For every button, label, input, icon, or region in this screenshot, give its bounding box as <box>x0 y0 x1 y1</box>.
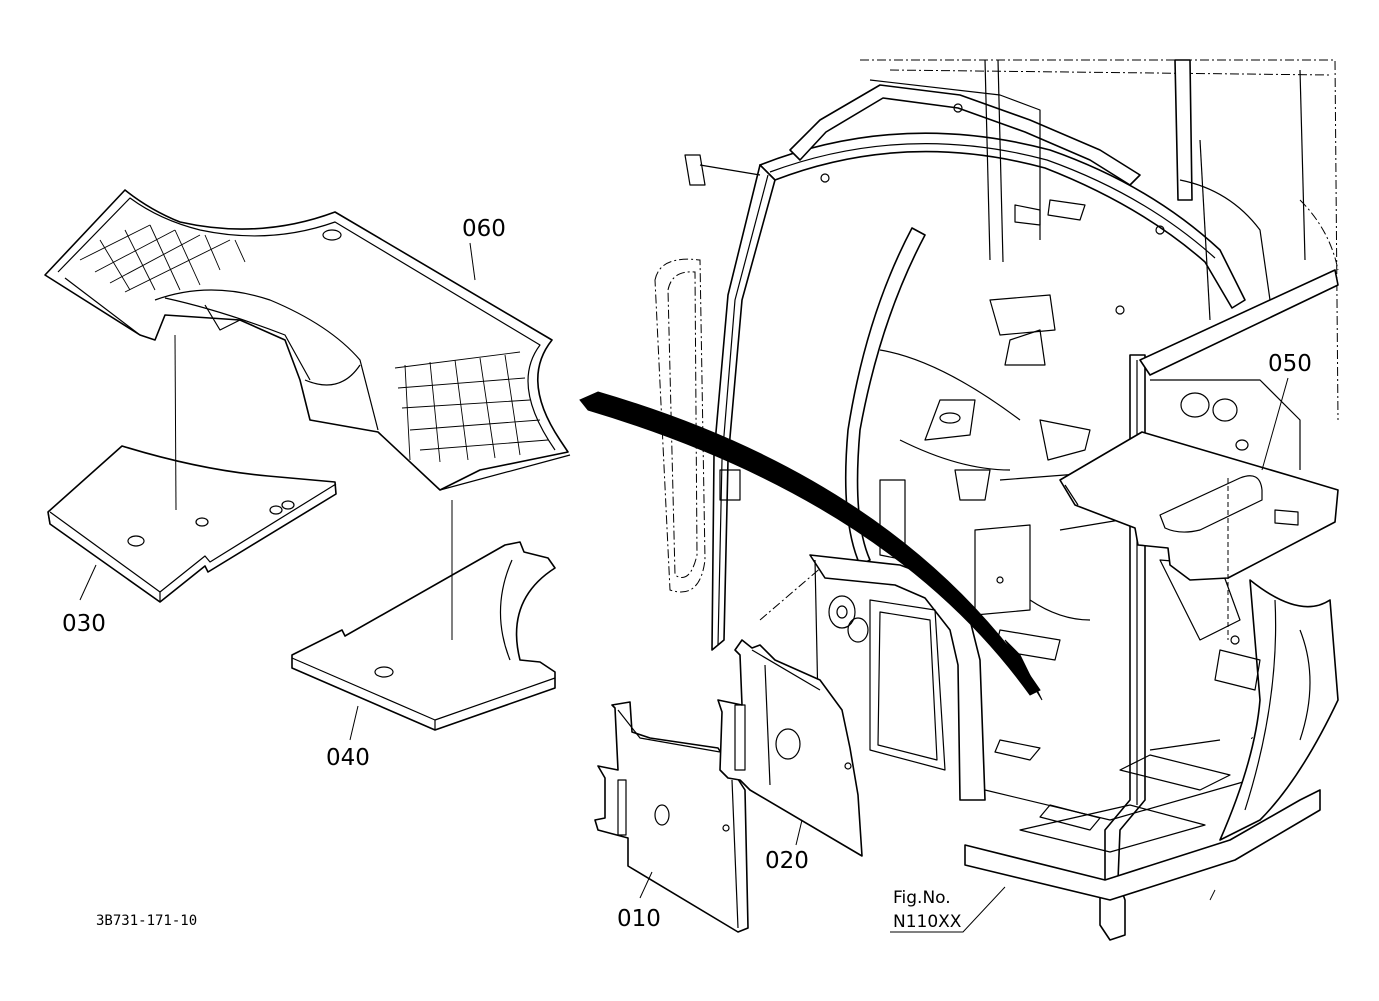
callout-030: 030 <box>62 611 106 637</box>
part-020-panel <box>717 639 863 857</box>
leader-lines <box>79 242 1289 933</box>
part-050-floor-mat <box>1059 431 1339 581</box>
fig-number: N110XX <box>893 912 962 932</box>
assembly-arrow <box>579 391 1043 701</box>
part-030-mat <box>47 445 337 603</box>
callout-040: 040 <box>326 745 370 771</box>
part-010-panel <box>594 701 749 933</box>
callout-050: 050 <box>1268 351 1312 377</box>
part-060-floor-mat <box>44 189 571 491</box>
part-040-mat <box>291 541 556 731</box>
callout-060: 060 <box>462 216 506 242</box>
drawing-code: 3B731-171-10 <box>96 913 197 929</box>
cab-frame <box>654 59 1339 941</box>
callout-010: 010 <box>617 906 661 932</box>
callout-labels: 060 050 030 040 020 010 3B731-171-10 Fig… <box>62 216 1312 932</box>
fig-label: Fig.No. <box>893 888 951 908</box>
callout-020: 020 <box>765 848 809 874</box>
